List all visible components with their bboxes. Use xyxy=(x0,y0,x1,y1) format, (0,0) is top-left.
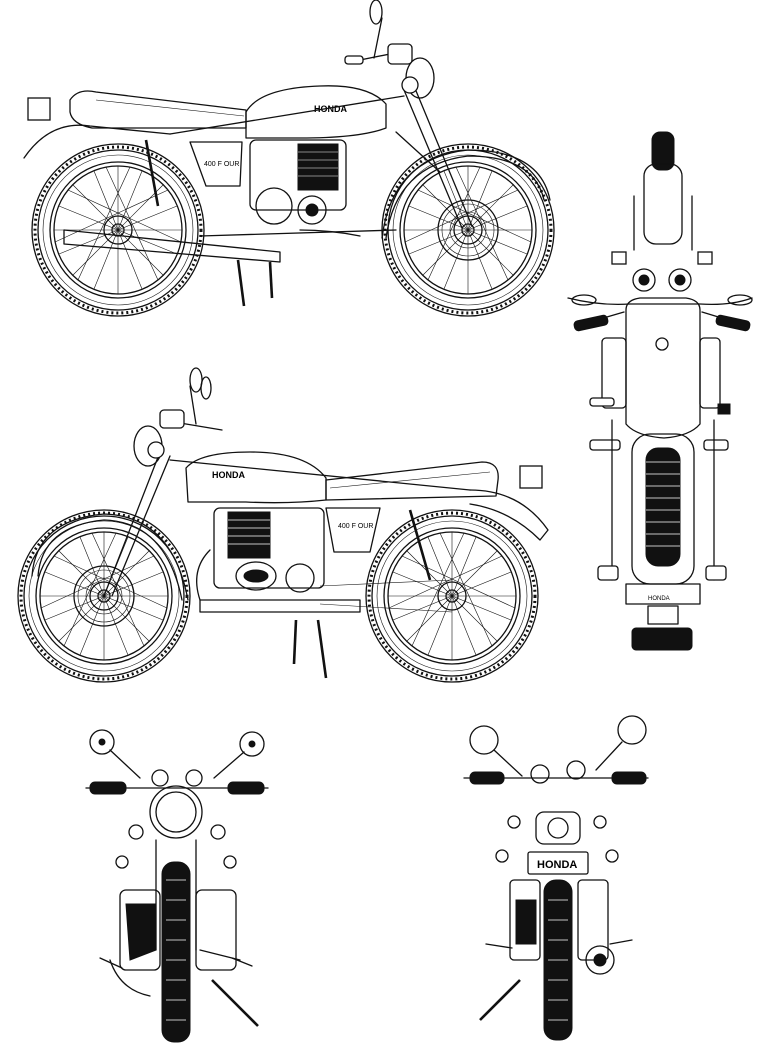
side-view-right: HONDA 400 F OUR xyxy=(23,0,556,318)
front-view xyxy=(85,729,269,1043)
front-wheel xyxy=(380,142,556,318)
rear-view: HONDA xyxy=(463,715,649,1041)
top-view: HONDA xyxy=(567,131,753,651)
top-view-rear-badge: HONDA xyxy=(648,596,670,602)
rear-plate-badge: HONDA xyxy=(537,859,577,871)
tank-badge-right: HONDA xyxy=(314,104,347,114)
rear-wheel-left xyxy=(364,508,540,684)
side-cover-badge-right: 400 F OUR xyxy=(204,161,239,168)
rear-wheel xyxy=(30,142,206,318)
tank-badge-left: HONDA xyxy=(212,470,245,480)
side-cover-badge-left: 400 F OUR xyxy=(338,523,373,530)
side-view-left: HONDA 400 F OUR xyxy=(16,367,549,684)
